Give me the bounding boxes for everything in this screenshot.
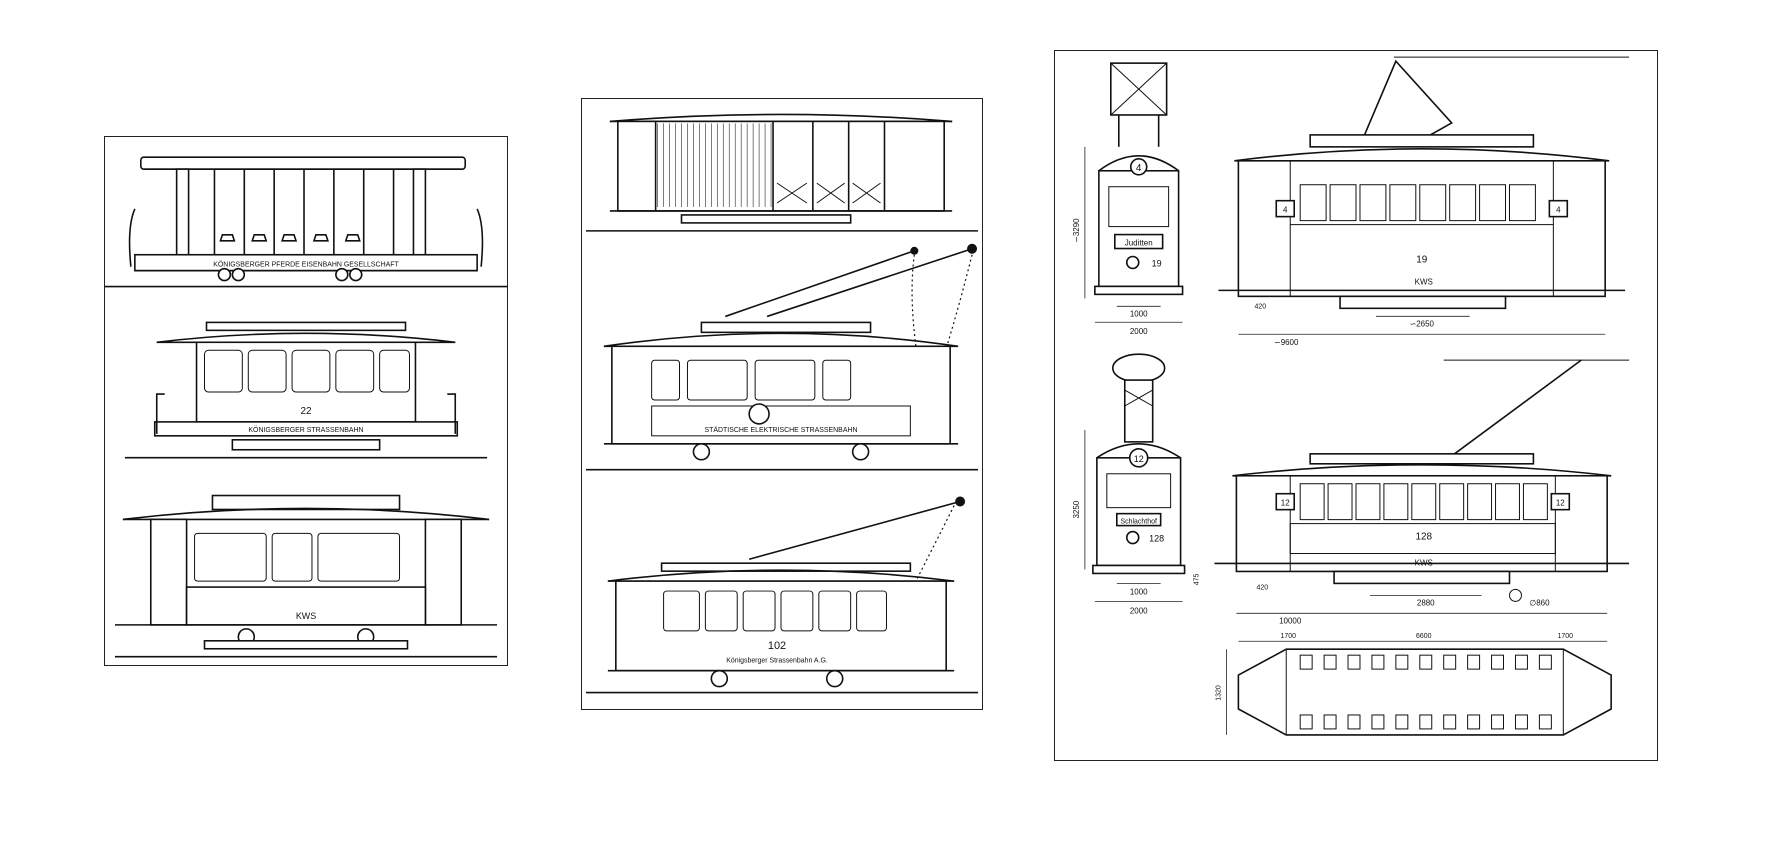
open-horse-tram-drawing: KÖNIGSBERGER PFERDE EISENBAHN GESELLSCHA… [105,156,507,288]
side-128-car-number: 128 [1415,532,1432,543]
front-128-destination: Schlachthof [1121,519,1157,526]
panel-3-drawing: 4 Juditten 19 ∽3290 1000 2000 4 4 [1072,56,1630,736]
kws-tram-drawing: KWS [114,494,498,658]
front-19-height-dim: ∽3290 [1072,218,1081,243]
electric-tram-102-drawing: 102 Königsberger Strassenbahn A.G. [585,496,979,694]
side-19-route-right: 4 [1556,206,1561,215]
panel-1-drawing: KÖNIGSBERGER PFERDE EISENBAHN GESELLSCHA… [105,156,507,658]
drawing-panel-horse-trams: KÖNIGSBERGER PFERDE EISENBAHN GESELLSCHA… [104,136,508,666]
side-view-car-19: 4 4 19 KWS 420 ∽2650 ∽9600 [1218,56,1630,347]
front-128-width-dim: 2000 [1130,606,1148,615]
drawing-panel-technical-views: 4 Juditten 19 ∽3290 1000 2000 4 4 [1054,50,1658,761]
car2-number: 22 [300,406,312,417]
side-19-length-dim: ∽9600 [1274,338,1299,347]
front-19-gauge-dim: 1000 [1130,309,1148,318]
side-19-route-left: 4 [1283,206,1288,215]
car2-lettering: KÖNIGSBERGER STRASSENBAHN [248,426,363,434]
plan-width-dim: 1320 [1215,685,1222,701]
side-19-overhang-dim: 420 [1254,303,1266,310]
car3-lettering: KWS [296,611,316,621]
side-128-length-dim: 10000 [1279,616,1302,625]
plan-left-dim: 1700 [1280,633,1296,640]
plan-right-dim: 1700 [1558,633,1574,640]
summer-tram-drawing [585,113,979,232]
front-view-car-128: 12 Schlachthof 128 3250 1000 2000 [1072,353,1186,615]
side-128-wheelbase-dim: 2880 [1417,598,1435,607]
drawing-panel-electric-trams: STÄDTISCHE ELEKTRISCHE STRASSENBAHN 102 … [581,98,983,710]
car1-lettering: KÖNIGSBERGER PFERDE EISENBAHN GESELLSCHA… [213,261,399,269]
plan-view-floor: 1700 6600 1700 1320 [1215,633,1612,736]
front-128-height-dim: 3250 [1072,500,1081,518]
side-128-wheel-dim: ∅860 [1529,598,1550,607]
front-19-destination: Juditten [1125,239,1153,248]
plan-center-dim: 6600 [1416,633,1432,640]
panel-2-drawing: STÄDTISCHE ELEKTRISCHE STRASSENBAHN 102 … [585,113,979,694]
double-pole-electric-tram-drawing: STÄDTISCHE ELEKTRISCHE STRASSENBAHN [585,243,979,471]
front-128-car-number: 128 [1149,534,1164,544]
closed-horse-tram-22-drawing: 22 KÖNIGSBERGER STRASSENBAHN [124,321,488,459]
car3-lettering: Königsberger Strassenbahn A.G. [726,658,828,665]
front-view-car-19: 4 Juditten 19 ∽3290 1000 2000 [1072,62,1184,336]
front-19-width-dim: 2000 [1130,327,1148,336]
front-19-route-number: 4 [1136,163,1142,174]
front-128-route-number: 12 [1134,454,1144,464]
front-19-car-number: 19 [1152,258,1162,268]
side-128-floor-dim: 475 [1194,573,1201,585]
car3-number: 102 [768,640,786,652]
side-128-route-left: 12 [1281,499,1290,508]
side-19-car-number: 19 [1416,254,1428,265]
side-128-route-right: 12 [1556,499,1565,508]
side-view-car-128: 12 12 128 KWS 475 420 2880 ∅860 10000 [1194,359,1630,625]
side-128-overhang-dim: 420 [1256,584,1268,591]
car2-lettering: STÄDTISCHE ELEKTRISCHE STRASSENBAHN [705,426,858,434]
side-19-wheelbase-dim: ∽2650 [1410,319,1435,328]
side-19-company: KWS [1415,277,1433,286]
front-128-gauge-dim: 1000 [1130,587,1148,596]
